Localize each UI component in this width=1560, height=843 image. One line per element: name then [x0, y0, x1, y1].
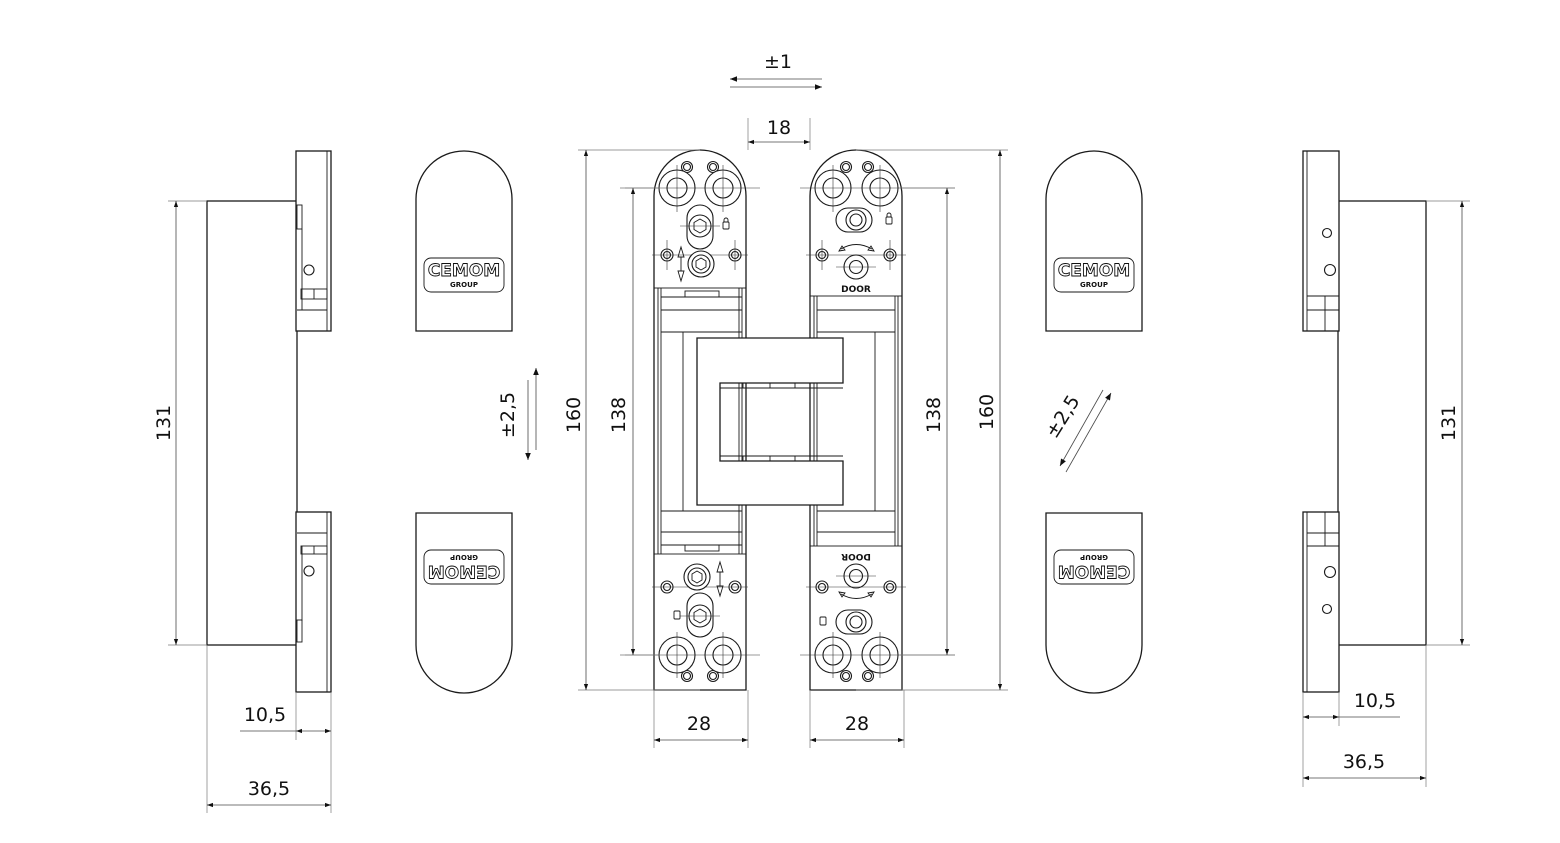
left-side-body [206, 200, 298, 646]
front-right-leaf: DOOR DOOR [800, 149, 955, 691]
rotate-arrows-icon [838, 244, 875, 252]
dim-right-131: 131 [1438, 405, 1460, 441]
cemom-logo-badge [423, 257, 505, 293]
cemom-logo-text-right: CEMOM [1058, 261, 1130, 281]
dim-left-10-5: 10,5 [244, 704, 286, 726]
dim-right-28: 28 [845, 713, 869, 735]
hinge-center-link [696, 337, 844, 506]
cemom-logo-text: CEMOM [428, 261, 500, 281]
cemom-logo-text-inverted: CEMOM [428, 561, 500, 581]
lateral-adjustment-indicator: ±1 [730, 51, 822, 90]
front-dimensions: 18 160 138 138 160 28 28 [563, 117, 1008, 748]
right-side-view: 131 10,5 36,5 [1302, 150, 1470, 787]
rotate-arrows-icon-bottom [838, 591, 875, 599]
left-cover-bottom: CEMOM GROUP [415, 512, 513, 694]
door-label: DOOR [841, 285, 871, 295]
group-logo-text-inverted: GROUP [450, 553, 478, 561]
left-side-bottom-plate [295, 511, 332, 693]
dim-left-28: 28 [687, 713, 711, 735]
dim-left-131: 131 [153, 405, 175, 441]
right-side-top-plate [1302, 150, 1340, 332]
dim-left-36-5: 36,5 [248, 778, 290, 800]
dim-right-160: 160 [976, 394, 998, 430]
height-adjust-label: ±2,5 [497, 392, 519, 438]
unlock-icon [673, 610, 681, 620]
right-side-bottom-plate [1302, 511, 1340, 693]
height-adjustment-indicator: ±2,5 [497, 368, 539, 460]
vertical-adjust-icon-bottom [716, 560, 724, 598]
dim-left-138: 138 [608, 397, 630, 433]
dim-gap-18: 18 [767, 117, 791, 139]
right-side-body [1337, 200, 1427, 646]
front-left-leaf [620, 149, 760, 691]
lock-icon-right [885, 212, 893, 225]
door-label-inverted: DOOR [841, 551, 871, 561]
dim-right-36-5: 36,5 [1343, 751, 1385, 773]
lateral-adjust-label: ±1 [764, 51, 792, 73]
left-cover-top: CEMOM GROUP [415, 150, 513, 332]
depth-adjustment-indicator: ±2,5 [1041, 389, 1112, 473]
right-cover-bottom: CEMOM GROUP [1045, 512, 1143, 694]
vertical-adjust-icon [677, 245, 685, 283]
lock-icon [722, 217, 730, 230]
right-cover-top: CEMOM GROUP [1045, 150, 1143, 332]
dim-right-138: 138 [923, 397, 945, 433]
unlock-icon-right [819, 616, 827, 626]
left-side-view: 131 10,5 36,5 [153, 150, 332, 813]
group-logo-text-right: GROUP [1080, 281, 1108, 289]
group-logo-text-right-inverted: GROUP [1080, 553, 1108, 561]
dim-left-160: 160 [563, 397, 585, 433]
left-side-top-plate [295, 150, 332, 332]
dim-right-10-5: 10,5 [1354, 690, 1396, 712]
cemom-logo-text-right-inverted: CEMOM [1058, 561, 1130, 581]
group-logo-text: GROUP [450, 281, 478, 289]
